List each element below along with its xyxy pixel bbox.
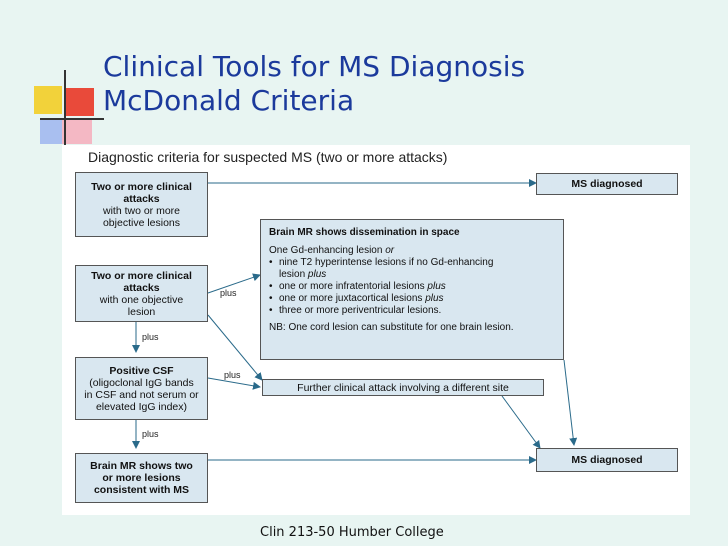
decoration-lightblue-square <box>40 118 66 144</box>
box-c-line-4: elevated IgG index) <box>95 400 188 413</box>
brain-mr-nb: NB: One cord lesion can substitute for o… <box>269 322 514 333</box>
box-b-line-4: lesion <box>127 305 156 318</box>
brain-mr-bullet-1-text: nine T2 hyperintense lesions if no Gd-en… <box>279 257 494 268</box>
box-c-line-3: in CSF and not serum or <box>84 388 199 401</box>
outcome-bottom-label: MS diagnosed <box>571 454 643 466</box>
outcome-ms-diagnosed-top: MS diagnosed <box>536 173 678 195</box>
brain-mr-bullet-2: one or more infratentorial lesions plus <box>269 281 555 293</box>
decoration-pink-square <box>62 118 92 144</box>
box-b-line-2: attacks <box>123 281 160 294</box>
box-further-clinical-attack: Further clinical attack involving a diff… <box>262 379 544 396</box>
slide-title-line-2: McDonald Criteria <box>103 84 355 117</box>
box-brain-mr-two-lesions: Brain MR shows two or more lesions consi… <box>75 453 208 503</box>
decoration-vertical-line <box>64 70 66 160</box>
outcome-top-label: MS diagnosed <box>571 178 643 190</box>
outcome-ms-diagnosed-bottom: MS diagnosed <box>536 448 678 472</box>
brain-mr-bullet-1-cont: lesion <box>279 269 308 280</box>
brain-mr-bullet-1: nine T2 hyperintense lesions if no Gd-en… <box>269 257 555 281</box>
plus-label-b-to-c: plus <box>142 332 159 342</box>
box-a-line-2: attacks <box>123 192 160 205</box>
box-a-line-3: with two or more <box>102 204 181 217</box>
brain-mr-bullet-3-plus: plus <box>425 293 444 304</box>
arrow-brain-mr-to-ms-diagnosed <box>563 359 578 446</box>
box-d-line-3: consistent with MS <box>93 484 190 496</box>
brain-mr-bullet-2-text: one or more infratentorial lesions <box>279 281 428 292</box>
flowchart-connectors <box>132 179 578 464</box>
brain-mr-intro-or: or <box>385 245 395 256</box>
box-d-line-2: or more lesions <box>102 472 181 484</box>
arrow-further-attack-to-ms-diagnosed <box>501 395 541 449</box>
decoration-yellow-square <box>34 86 62 114</box>
plus-label-c-to-further: plus <box>224 370 241 380</box>
box-two-attacks-one-lesion: Two or more clinical attacks with one ob… <box>75 265 208 322</box>
decoration-horizontal-line <box>40 118 104 120</box>
box-d-line-1: Brain MR shows two <box>90 460 193 472</box>
arrow-b-to-brain-mr <box>207 273 261 294</box>
brain-mr-intro-text: One Gd-enhancing lesion <box>269 245 386 256</box>
box-positive-csf: Positive CSF (oligoclonal IgG bands in C… <box>75 357 208 420</box>
box-b-line-1: Two or more clinical <box>91 269 192 282</box>
plus-label-c-to-d: plus <box>142 429 159 439</box>
decoration-red-square <box>66 88 94 116</box>
brain-mr-bullet-3-text: one or more juxtacortical lesions <box>279 293 426 304</box>
slide-title-line-1: Clinical Tools for MS Diagnosis <box>103 50 526 83</box>
box-b-line-3: with one objective <box>99 293 184 306</box>
brain-mr-bullet-2-plus: plus <box>427 281 446 292</box>
box-two-attacks-two-lesions: Two or more clinical attacks with two or… <box>75 172 208 237</box>
box-c-line-1: Positive CSF <box>109 364 174 377</box>
brain-mr-heading: Brain MR shows dissemination in space <box>269 227 460 238</box>
plus-label-b-to-mr: plus <box>220 288 237 298</box>
arrow-c-to-further-attack <box>207 377 261 390</box>
diagnostic-flowchart: Diagnostic criteria for suspected MS (tw… <box>62 145 690 515</box>
slide-title: Clinical Tools for MS Diagnosis McDonald… <box>103 50 703 118</box>
box-c-line-2: (oligoclonal IgG bands <box>89 376 194 389</box>
brain-mr-bullet-3: one or more juxtacortical lesions plus <box>269 293 555 305</box>
box-a-line-4: objective lesions <box>102 216 181 229</box>
slide-footer: Clin 213-50 Humber College <box>260 525 444 540</box>
box-brain-mr-dissemination: Brain MR shows dissemination in space On… <box>260 219 564 360</box>
brain-mr-bullet-4: three or more periventricular lesions. <box>269 305 555 317</box>
brain-mr-intro: One Gd-enhancing lesion or <box>269 245 555 257</box>
brain-mr-bullet-1-plus: plus <box>307 269 327 280</box>
box-a-line-1: Two or more clinical <box>91 180 192 193</box>
brain-mr-criteria-list: nine T2 hyperintense lesions if no Gd-en… <box>269 257 555 317</box>
further-attack-label: Further clinical attack involving a diff… <box>297 381 509 394</box>
arrow-b-to-further-attack <box>207 314 263 381</box>
flowchart-caption: Diagnostic criteria for suspected MS (tw… <box>88 149 448 165</box>
